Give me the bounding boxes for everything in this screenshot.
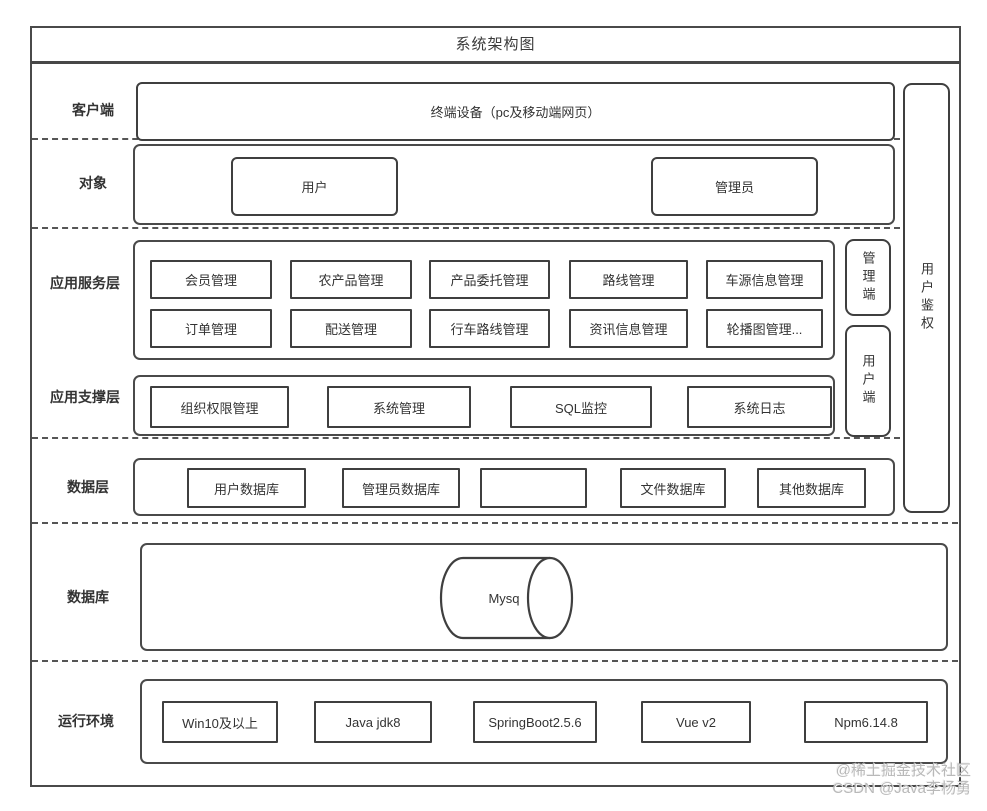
watermark: @稀土掘金技术社区 CSDN @Java李杨勇 [832,762,971,798]
service-box: 路线管理 [569,260,688,299]
row-separator-2 [32,227,900,229]
diagram-title: 系统架构图 [455,36,536,53]
row-label-data-layer: 数据层 [67,479,109,495]
runtime-box: Npm6.14.8 [804,701,928,743]
admin-object-box: 管理员 [651,157,818,216]
row-separator-4 [32,522,958,524]
user-panel-label: 用户端 [860,354,876,408]
service-box: 会员管理 [150,260,272,299]
runtime-box: Win10及以上 [162,701,278,743]
row-label-objects: 对象 [79,175,107,191]
data-layer-container: 用户数据库 管理员数据库 文件数据库 其他数据库 [133,458,895,516]
support-box: 系统管理 [327,386,471,428]
app-service-container: 会员管理 农产品管理 产品委托管理 路线管理 车源信息管理 订单管理 配送管理 … [133,240,835,360]
service-box: 农产品管理 [290,260,412,299]
user-object-box: 用户 [231,157,398,216]
row-label-app-service: 应用服务层 [50,275,120,291]
service-box: 行车路线管理 [429,309,550,348]
support-box: SQL监控 [510,386,652,428]
database-box: 管理员数据库 [342,468,460,508]
runtime-container: Win10及以上 Java jdk8 SpringBoot2.5.6 Vue v… [140,679,948,764]
admin-panel-box: 管理端 [845,239,891,316]
database-box: 用户数据库 [187,468,306,508]
support-box: 系统日志 [687,386,832,428]
service-box: 轮播图管理... [706,309,823,348]
row-label-client: 客户端 [72,102,114,118]
service-box: 车源信息管理 [706,260,823,299]
app-support-container: 组织权限管理 系统管理 SQL监控 系统日志 [133,375,835,436]
database-box-empty [480,468,587,508]
user-auth-box: 用户鉴权 [903,83,950,513]
runtime-box: Vue v2 [641,701,751,743]
watermark-line-2: CSDN @Java李杨勇 [832,780,971,797]
row-separator-3 [32,437,900,439]
database-box: 文件数据库 [620,468,726,508]
admin-panel-label: 管理端 [860,250,876,305]
mysql-label: Mysq [488,590,520,606]
support-box: 组织权限管理 [150,386,289,428]
title-separator-line [31,61,960,64]
mysql-cylinder-icon [439,556,574,640]
row-label-runtime: 运行环境 [58,713,114,729]
objects-container: 用户 管理员 [133,144,895,225]
service-box: 产品委托管理 [429,260,550,299]
row-label-database: 数据库 [67,589,109,605]
database-box: 其他数据库 [757,468,866,508]
user-panel-box: 用户端 [845,325,891,437]
row-separator-5 [32,660,958,662]
runtime-box: Java jdk8 [314,701,432,743]
user-auth-label: 用户鉴权 [919,262,934,334]
row-label-app-support: 应用支撑层 [50,389,120,405]
watermark-line-1: @稀土掘金技术社区 [835,762,971,779]
runtime-box: SpringBoot2.5.6 [473,701,597,743]
service-box: 资讯信息管理 [569,309,688,348]
service-box: 订单管理 [150,309,272,348]
terminal-device-box: 终端设备（pc及移动端网页） [136,82,895,141]
service-box: 配送管理 [290,309,412,348]
database-engine-container: Mysq [140,543,948,651]
